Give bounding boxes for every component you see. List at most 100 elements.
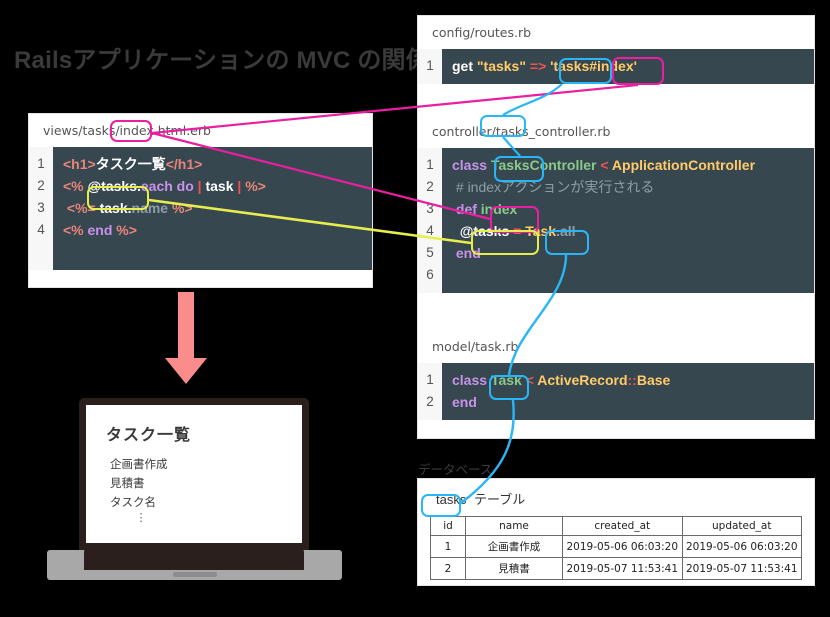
line-number: 2 xyxy=(426,394,434,409)
code-token: end xyxy=(452,394,477,410)
list-item: 見積書 xyxy=(110,476,145,490)
code-token: each do xyxy=(140,178,194,194)
cell-name: 企画書作成 xyxy=(465,535,563,558)
laptop-keyboard xyxy=(84,548,304,570)
cell-updated-at: 2019-05-07 11:53:41 xyxy=(681,557,802,580)
list-item: 企画書作成 xyxy=(110,457,168,471)
column-header-created-at: created_at xyxy=(562,516,683,536)
line-number: 6 xyxy=(426,267,434,282)
code-line: class TasksController < ApplicationContr… xyxy=(452,154,814,176)
table-row: 1 企画書作成 2019-05-06 06:03:20 2019-05-06 0… xyxy=(430,535,802,558)
code-token: task xyxy=(205,178,234,194)
column-header-id: id xyxy=(430,516,466,536)
code-token: => xyxy=(529,58,551,74)
line-number: 1 xyxy=(426,372,434,387)
code-token: < xyxy=(596,157,612,173)
page-title: Railsアプリケーションの MVC の関係性 xyxy=(14,47,455,74)
line-number: 4 xyxy=(426,223,434,238)
browser-preview: タスク一覧 企画書作成 見積書 タスク名 ⋮ xyxy=(86,405,302,543)
preview-heading: タスク一覧 xyxy=(106,425,192,444)
view-panel: views/tasks/index.html.erb 1 2 3 4 <h1>タ… xyxy=(28,113,373,288)
controller-panel: controller/tasks_controller.rb 1 2 3 4 5… xyxy=(418,115,814,293)
cell-name: 見積書 xyxy=(465,557,563,580)
code-line: # indexアクションが実行される xyxy=(452,176,814,198)
view-codeblock: 1 2 3 4 <h1>タスク一覧</h1><% @tasks.each do … xyxy=(29,147,372,270)
database-table-title: tasks テーブル xyxy=(418,479,814,516)
view-gutter: 1 2 3 4 xyxy=(29,147,53,270)
code-token: Task xyxy=(525,223,557,239)
model-filepath: model/task.rb xyxy=(432,339,519,354)
code-token: <% xyxy=(63,178,88,194)
table-header-row: id name created_at updated_at xyxy=(430,516,802,536)
code-token: <%= xyxy=(63,200,100,216)
code-line: <h1>タスク一覧</h1> xyxy=(63,153,372,175)
code-token: Task xyxy=(490,372,522,388)
code-token: = xyxy=(513,223,526,239)
view-code: <h1>タスク一覧</h1><% @tasks.each do | task |… xyxy=(53,147,372,270)
line-number: 1 xyxy=(426,157,434,172)
code-line: class Task < ActiveRecord::Base xyxy=(452,369,814,391)
code-token: @tasks xyxy=(452,223,514,239)
laptop-trackpad xyxy=(173,572,217,577)
code-token: </h1> xyxy=(165,156,203,172)
database-card: tasks テーブル id name created_at updated_at… xyxy=(417,478,815,586)
code-token: class xyxy=(452,372,491,388)
column-header-name: name xyxy=(465,516,563,536)
ellipsis: ⋮ xyxy=(135,511,147,524)
code-line: <% @tasks.each do | task | %> xyxy=(63,175,372,197)
routes-filepath: config/routes.rb xyxy=(432,25,532,40)
line-number: 3 xyxy=(426,201,434,216)
controller-codeblock: 1 2 3 4 5 6 class TasksController < Appl… xyxy=(418,148,814,293)
cell-id: 1 xyxy=(430,535,466,558)
code-token: end xyxy=(87,222,117,238)
code-token: class xyxy=(452,157,491,173)
laptop-mockup: タスク一覧 企画書作成 見積書 タスク名 ⋮ xyxy=(47,398,342,588)
code-token: | xyxy=(193,178,206,194)
code-token: 'tasks#index' xyxy=(550,58,637,74)
routes-code: get "tasks" => 'tasks#index' xyxy=(442,49,814,84)
list-item: タスク名 xyxy=(110,495,156,509)
code-token: TasksController xyxy=(490,157,597,173)
code-token: @tasks. xyxy=(87,178,141,194)
controller-filepath: controller/tasks_controller.rb xyxy=(432,124,611,139)
cell-created-at: 2019-05-06 06:03:20 xyxy=(562,535,683,558)
laptop-lid: タスク一覧 企画書作成 見積書 タスク名 ⋮ xyxy=(79,398,309,550)
code-line: <%= task.name %> xyxy=(63,197,372,219)
code-token: <% xyxy=(63,222,88,238)
code-token: end xyxy=(452,245,481,261)
model-panel: model/task.rb 1 2 class Task < ActiveRec… xyxy=(418,330,814,420)
code-token: <h1> xyxy=(63,156,96,172)
database-label: データベース xyxy=(418,462,493,477)
line-number: 5 xyxy=(426,245,434,260)
tasks-table: id name created_at updated_at 1 企画書作成 20… xyxy=(430,516,802,580)
code-token: :: xyxy=(627,372,637,388)
controller-code: class TasksController < ApplicationContr… xyxy=(442,148,814,293)
table-suffix-label: テーブル xyxy=(473,492,526,507)
code-token: Base xyxy=(636,372,671,388)
table-row: 2 見積書 2019-05-07 11:53:41 2019-05-07 11:… xyxy=(430,557,802,580)
preview-task-list: 企画書作成 見積書 タスク名 ⋮ xyxy=(86,445,302,524)
column-header-updated-at: updated_at xyxy=(681,516,802,536)
model-gutter: 1 2 xyxy=(418,363,442,420)
code-token: %> xyxy=(245,178,266,194)
code-line: @tasks = Task.all xyxy=(452,220,814,242)
line-number: 4 xyxy=(37,222,45,237)
line-number: 3 xyxy=(37,200,45,215)
line-number: 2 xyxy=(37,178,45,193)
down-arrow-icon xyxy=(165,292,207,384)
code-line: get "tasks" => 'tasks#index' xyxy=(452,55,814,77)
code-line: <% end %> xyxy=(63,219,372,241)
line-number: 1 xyxy=(37,156,45,171)
routes-gutter: 1 xyxy=(418,49,442,84)
code-token: # indexアクションが実行される xyxy=(452,179,655,195)
routes-panel: config/routes.rb 1 get "tasks" => 'tasks… xyxy=(418,16,814,84)
code-token: %> xyxy=(171,200,193,216)
code-token: def xyxy=(452,201,481,217)
right-column-card: config/routes.rb 1 get "tasks" => 'tasks… xyxy=(417,15,815,439)
code-token: %> xyxy=(116,222,137,238)
code-token: タスク一覧 xyxy=(95,156,166,172)
code-token: .all xyxy=(556,223,576,239)
